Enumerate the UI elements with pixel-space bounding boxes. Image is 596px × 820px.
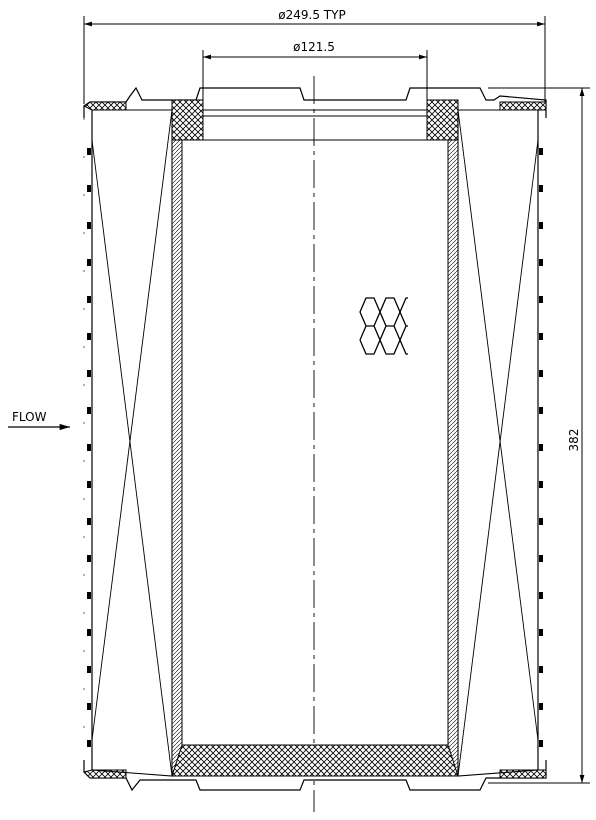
perforation-dot (87, 518, 91, 525)
top-left-seal (171, 99, 204, 141)
perforation-dot (539, 259, 543, 266)
perforation-dot (539, 481, 543, 488)
perforation-dot (539, 518, 543, 525)
perforation-dot (87, 481, 91, 488)
inner-liner-left (171, 139, 183, 777)
perforation-dot (87, 222, 91, 229)
perforation-dot (539, 592, 543, 599)
bottom-potting (171, 744, 459, 777)
perforation-dot (539, 148, 543, 155)
perforation-dot (539, 740, 543, 747)
perforation-dot (87, 703, 91, 710)
perforation-dot (87, 259, 91, 266)
flow-indicator: FLOW (8, 410, 70, 431)
perforation-dot (87, 370, 91, 377)
perforation-dot (539, 407, 543, 414)
outer-wall-perforations-right (539, 148, 543, 747)
perforation-dot (87, 666, 91, 673)
perforation-dot (539, 444, 543, 451)
perforation-dot (539, 222, 543, 229)
flow-label: FLOW (12, 410, 47, 424)
perforation-dot (87, 444, 91, 451)
perforation-dot (87, 148, 91, 155)
inner-liner-right (447, 139, 459, 777)
perforation-dot (539, 555, 543, 562)
perforation-dot (539, 296, 543, 303)
left-media-pack (91, 109, 173, 777)
inner-diameter-label: ø121.5 (293, 40, 335, 54)
perforation-dot (87, 407, 91, 414)
height-label: 382 (567, 429, 581, 452)
inner-core (171, 139, 459, 777)
perforation-dot (87, 629, 91, 636)
outer-wall (83, 110, 539, 770)
perforation-dot (87, 592, 91, 599)
perforation-dot (539, 185, 543, 192)
perforation-dot (539, 703, 543, 710)
mesh-symbol (359, 297, 408, 355)
height-dimension: 382 (488, 87, 590, 784)
top-end-cap (83, 86, 547, 141)
perforation-dot (87, 555, 91, 562)
outer-diameter-dimension: ø249.5 TYP (83, 8, 546, 104)
perforation-dot (87, 740, 91, 747)
perforation-dot (87, 185, 91, 192)
right-media-pack (457, 109, 539, 777)
perforation-dot (539, 333, 543, 340)
perforation-dot (87, 296, 91, 303)
perforation-dot (539, 666, 543, 673)
bottom-end-cap (83, 744, 547, 792)
perforation-dot (539, 370, 543, 377)
outer-diameter-label: ø249.5 TYP (278, 8, 345, 22)
inner-diameter-dimension: ø121.5 (202, 40, 428, 100)
perforation-dot (87, 333, 91, 340)
outer-wall-perforations-left (87, 148, 91, 747)
perforation-dot (539, 629, 543, 636)
top-right-seal (426, 99, 459, 141)
